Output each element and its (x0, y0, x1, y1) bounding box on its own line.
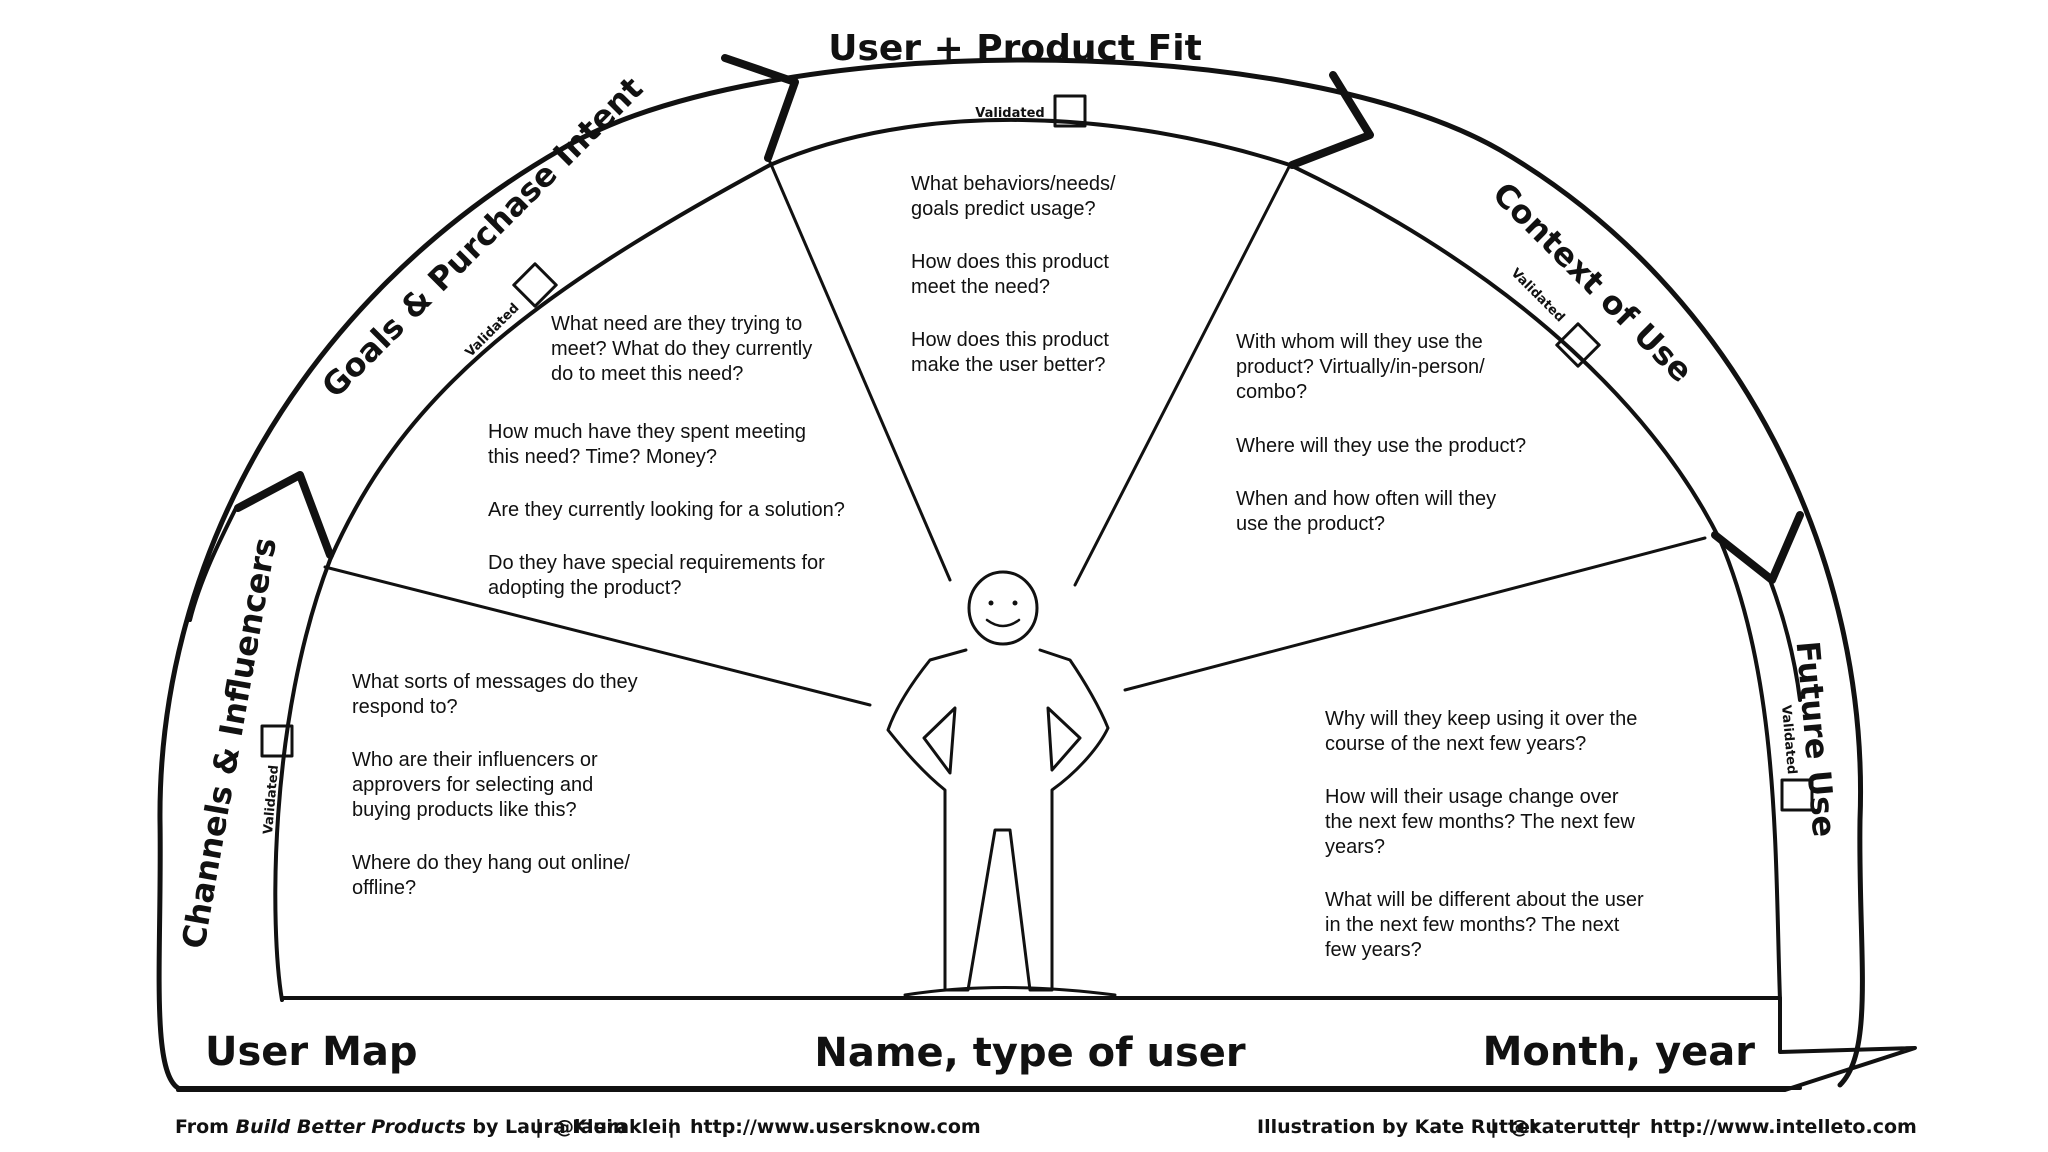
credit-separator: | (1625, 1116, 1632, 1138)
band-title-user-product-fit: User + Product Fit (828, 28, 1202, 69)
question-line: What will be different about the user (1325, 889, 1644, 911)
question-line: approvers for selecting and (352, 774, 593, 796)
validated-checkbox-goals[interactable] (512, 262, 558, 308)
figure-arm-hole-right (1046, 706, 1082, 772)
figure-eye-left (988, 600, 994, 606)
radial-line-2 (768, 160, 952, 582)
question-line: this need? Time? Money? (488, 446, 717, 468)
questions-future: Why will they keep using it over the cou… (1325, 708, 1644, 961)
question-line: What sorts of messages do they (352, 671, 638, 693)
fold-goals-top (721, 54, 799, 162)
credit-illustration: Illustration by Kate Rutter (1257, 1116, 1540, 1138)
question-line: make the user better? (911, 354, 1106, 376)
figure-body (886, 648, 1110, 992)
fold-channels-goals (234, 471, 334, 559)
question-line: the next few months? The next few (1325, 811, 1635, 833)
credit-book-title: Build Better Products (236, 1116, 466, 1138)
question-line: product? Virtually/in-person/ (1236, 356, 1485, 378)
map-title: User Map (205, 1029, 418, 1075)
band-split-future (1768, 578, 1802, 702)
figure-arm-hole-left (922, 706, 957, 775)
validated-label-future: Validated (1778, 704, 1799, 774)
month-year: Month, year (1483, 1029, 1756, 1075)
validated-checkbox-top[interactable] (1053, 94, 1087, 128)
credit-left-handle[interactable]: @lauraklein (555, 1116, 681, 1138)
figure-eye-right (1012, 600, 1018, 606)
figure-ground (903, 986, 1117, 997)
questions-context: With whom will they use the product? Vir… (1236, 331, 1526, 535)
validated-label-goals: Validated (463, 301, 523, 361)
question-line: What behaviors/needs/ (911, 173, 1116, 195)
radial-line-4 (1123, 536, 1707, 692)
question-line: meet the need? (911, 276, 1050, 298)
validated-checkbox-context[interactable] (1555, 322, 1601, 368)
validated-label-channels: Validated (261, 764, 282, 834)
question-line: Are they currently looking for a solutio… (488, 499, 845, 521)
credit-right-url[interactable]: http://www.intelleto.com (1650, 1116, 1917, 1138)
band-title-channels: Channels & Influencers (174, 535, 284, 952)
question-line: use the product? (1236, 513, 1385, 535)
question-line: few years? (1325, 939, 1422, 961)
credits-left: From Build Better Products by Laura Klei… (175, 1116, 626, 1138)
question-line: How does this product (911, 251, 1109, 273)
radial-line-3 (1073, 163, 1292, 587)
credit-from: From (175, 1116, 236, 1138)
question-line: Who are their influencers or (352, 749, 598, 771)
band-split-channels (188, 506, 238, 622)
radial-line-1 (323, 565, 872, 707)
question-line: in the next few months? The next (1325, 914, 1620, 936)
question-line: meet? What do they currently (551, 338, 812, 360)
validated-checkbox-future[interactable] (1780, 778, 1814, 812)
inner-arch (273, 118, 1782, 1002)
credit-right-handle[interactable]: @katerutter (1510, 1116, 1640, 1138)
credit-separator: | (668, 1116, 675, 1138)
validated-checkbox-channels[interactable] (260, 724, 294, 758)
question-line: combo? (1236, 381, 1307, 403)
bottom-banner (176, 996, 1917, 1092)
question-line: What need are they trying to (551, 313, 802, 335)
questions-user-product-fit: What behaviors/needs/ goals predict usag… (911, 173, 1116, 376)
credit-separator: | (535, 1116, 542, 1138)
question-line: course of the next few years? (1325, 733, 1586, 755)
credit-author: by Laura Klein (466, 1116, 627, 1138)
fold-context-future (1711, 511, 1804, 584)
user-name-type: Name, type of user (814, 1030, 1246, 1076)
outer-arch (156, 57, 1865, 1091)
validated-label-top: Validated (975, 106, 1044, 121)
question-line: adopting the product? (488, 577, 682, 599)
question-line: When and how often will they (1236, 488, 1496, 510)
question-line: How much have they spent meeting (488, 421, 806, 443)
question-line: buying products like this? (352, 799, 577, 821)
figure-smile (985, 618, 1021, 628)
question-line: Where will they use the product? (1236, 435, 1526, 457)
question-line: How will their usage change over (1325, 786, 1619, 808)
question-line: do to meet this need? (551, 363, 743, 385)
questions-channels: What sorts of messages do they respond t… (352, 671, 638, 899)
question-line: Why will they keep using it over the (1325, 708, 1637, 730)
fold-top-context (1288, 71, 1374, 169)
figure-head (967, 570, 1039, 646)
question-line: years? (1325, 836, 1385, 858)
credit-separator: | (1490, 1116, 1497, 1138)
question-line: Where do they hang out online/ (352, 852, 630, 874)
question-line: Do they have special requirements for (488, 552, 825, 574)
question-line: How does this product (911, 329, 1109, 351)
question-line: respond to? (352, 696, 458, 718)
question-line: With whom will they use the (1236, 331, 1483, 353)
questions-goals: What need are they trying to meet? What … (488, 313, 845, 599)
credit-left-url[interactable]: http://www.usersknow.com (690, 1116, 981, 1138)
user-figure (886, 570, 1117, 997)
question-line: goals predict usage? (911, 198, 1096, 220)
question-line: offline? (352, 877, 416, 899)
